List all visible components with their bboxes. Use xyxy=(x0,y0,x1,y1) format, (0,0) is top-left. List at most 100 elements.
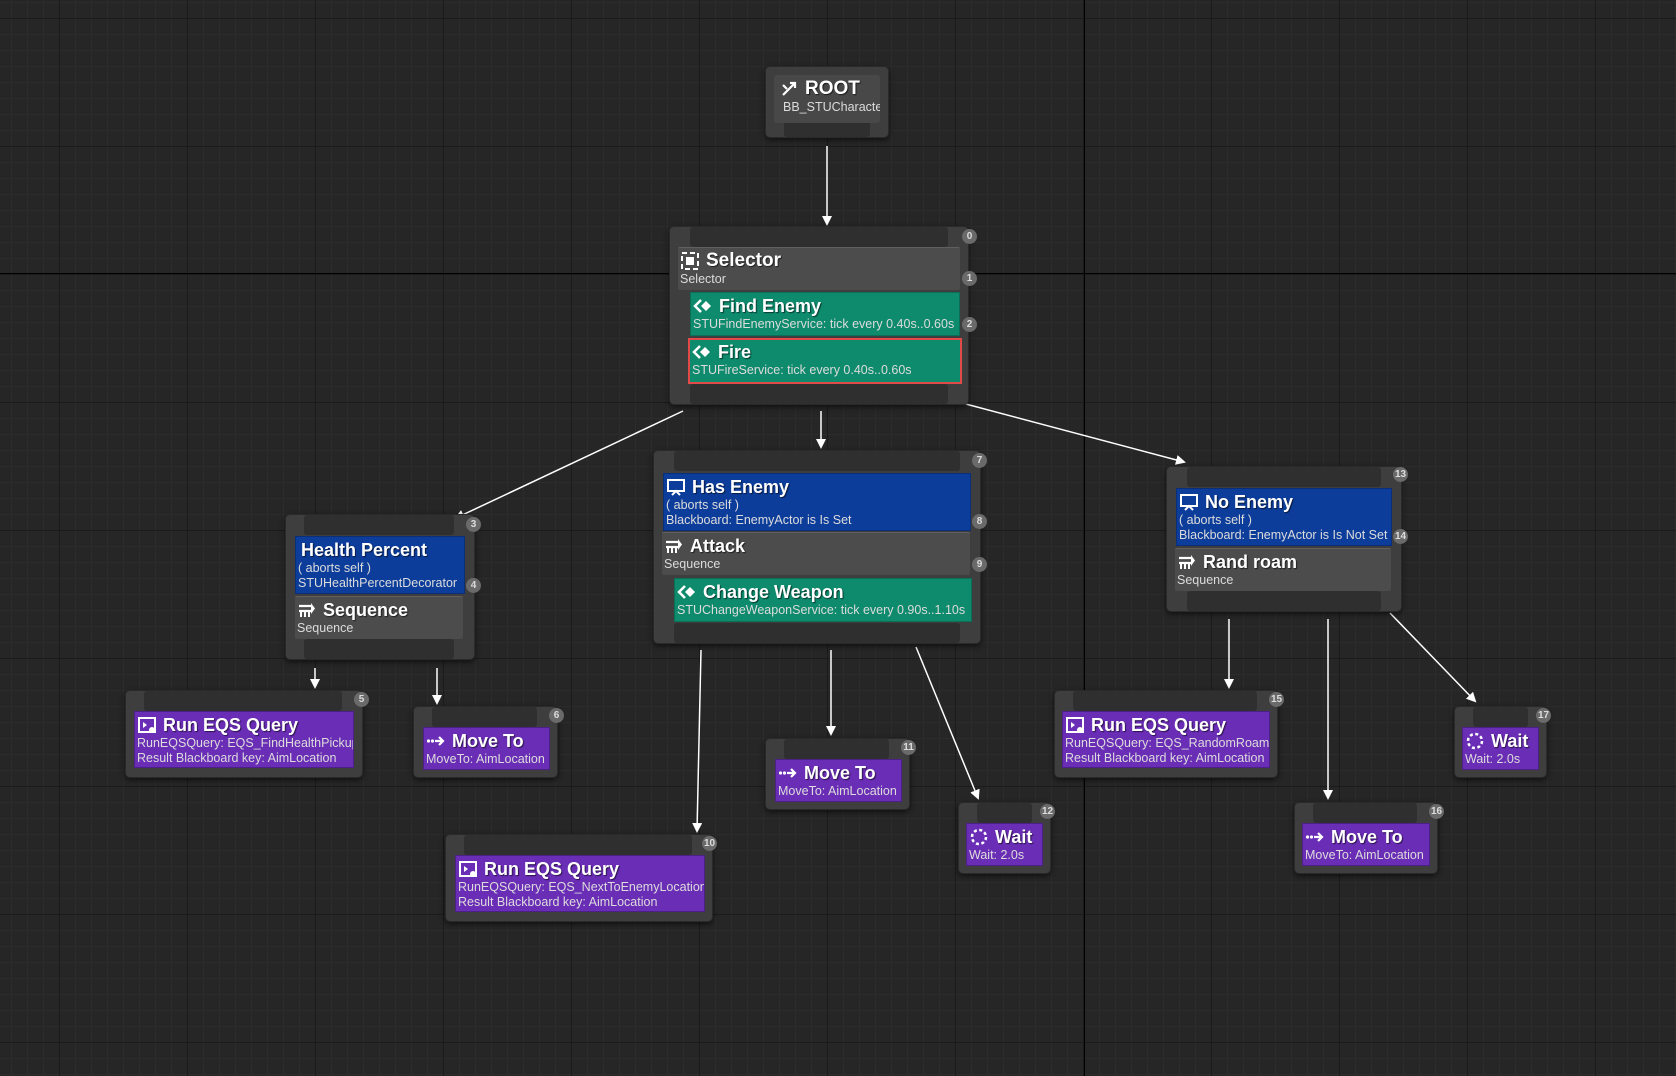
task-input-pin[interactable] xyxy=(1073,691,1257,711)
wire-attack-t12 xyxy=(915,646,980,800)
task-run-eqs-roam[interactable]: Run EQS Query RunEQSQuery: EQS_RandomRoa… xyxy=(1054,690,1284,778)
service-fire[interactable]: Fire STUFireService: tick every 0.40s..0… xyxy=(688,338,962,384)
decorator-no-enemy[interactable]: No Enemy ( aborts self ) Blackboard: Ene… xyxy=(1176,488,1392,546)
task-input-pin[interactable] xyxy=(1473,707,1528,727)
task-run-eqs-health[interactable]: Run EQS Query RunEQSQuery: EQS_FindHealt… xyxy=(125,690,369,778)
task-block: Wait Wait: 2.0s xyxy=(966,823,1043,866)
wire-attack-t10 xyxy=(692,649,703,833)
service-find-enemy-subtitle: STUFindEnemyService: tick every 0.40s..0… xyxy=(693,317,955,331)
task-detail: Wait: 2.0s xyxy=(1465,752,1521,766)
task-input-pin[interactable] xyxy=(464,835,692,855)
decorator-health-percent-title: Health Percent xyxy=(301,540,428,560)
service-icon xyxy=(692,342,712,362)
selector-node[interactable]: Selector Selector Find Enemy STUFindEnem… xyxy=(669,226,977,405)
composite-sequence: Sequence Sequence xyxy=(295,596,463,639)
selector-output-pin[interactable] xyxy=(690,384,948,404)
attack-input-pin[interactable] xyxy=(674,451,960,471)
sequence-subtitle: Sequence xyxy=(297,621,354,635)
health-output-pin[interactable] xyxy=(304,639,454,659)
decorator-no-enemy-subtitle: Blackboard: EnemyActor is Is Not Set xyxy=(1179,528,1388,542)
attack-output-pin[interactable] xyxy=(674,623,960,643)
task-move-to-roam[interactable]: Move To MoveTo: AimLocation 16 xyxy=(1294,802,1444,874)
service-icon xyxy=(693,296,713,316)
task-detail: Result Blackboard key: AimLocation xyxy=(1065,751,1265,765)
decorator-has-enemy[interactable]: Has Enemy ( aborts self ) Blackboard: En… xyxy=(663,473,971,531)
task-title: Run EQS Query xyxy=(163,715,299,735)
attack-sequence-node[interactable]: Has Enemy ( aborts self ) Blackboard: En… xyxy=(653,450,987,644)
task-run-eqs-enemy[interactable]: Run EQS Query RunEQSQuery: EQS_NextToEne… xyxy=(445,834,717,922)
task-input-pin[interactable] xyxy=(432,707,537,727)
task-title: Run EQS Query xyxy=(1091,715,1227,735)
move-to-icon xyxy=(1305,827,1325,847)
task-wait-roam[interactable]: Wait Wait: 2.0s 17 xyxy=(1454,706,1551,778)
root-block: ROOT BB_STUCharacter xyxy=(774,75,880,123)
decorator-no-enemy-aborts: ( aborts self ) xyxy=(1179,513,1252,527)
roam-output-pin[interactable] xyxy=(1187,591,1381,611)
task-input-pin[interactable] xyxy=(977,803,1032,823)
index-badge: 6 xyxy=(549,708,564,723)
rand-roam-subtitle: Sequence xyxy=(1177,573,1234,587)
service-change-weapon[interactable]: Change Weapon STUChangeWeaponService: ti… xyxy=(674,578,972,622)
root-subtitle: BB_STUCharacter xyxy=(783,100,880,114)
move-to-icon xyxy=(426,731,446,751)
task-wait-attack[interactable]: Wait Wait: 2.0s 12 xyxy=(958,802,1055,874)
task-detail: Result Blackboard key: AimLocation xyxy=(137,751,337,765)
run-eqs-query-icon xyxy=(1065,715,1085,735)
task-detail: Wait: 2.0s xyxy=(969,848,1025,862)
decorator-health-percent-aborts: ( aborts self ) xyxy=(298,561,371,575)
task-title: Move To xyxy=(1331,827,1403,847)
selector-title: Selector xyxy=(706,250,781,271)
service-find-enemy-title: Find Enemy xyxy=(719,296,822,316)
roam-input-pin[interactable] xyxy=(1187,467,1381,487)
sequence-icon xyxy=(664,536,684,556)
index-badge: 12 xyxy=(1040,804,1055,819)
task-detail: RunEQSQuery: EQS_RandomRoam xyxy=(1065,736,1270,750)
root-node[interactable]: ROOT BB_STUCharacter xyxy=(765,66,889,138)
service-fire-subtitle: STUFireService: tick every 0.40s..0.60s xyxy=(692,363,912,377)
wire-selector-health xyxy=(454,410,684,520)
task-move-to-enemy[interactable]: Move To MoveTo: AimLocation 11 xyxy=(765,738,916,810)
index-badge: 11 xyxy=(901,740,916,755)
index-badge: 1 xyxy=(962,271,977,286)
decorator-health-percent[interactable]: Health Percent ( aborts self ) STUHealth… xyxy=(295,536,465,594)
composite-rand-roam: Rand roam Sequence xyxy=(1175,548,1391,591)
move-to-icon xyxy=(778,763,798,783)
task-title: Move To xyxy=(452,731,524,751)
index-badge: 3 xyxy=(466,517,481,532)
roam-sequence-node[interactable]: No Enemy ( aborts self ) Blackboard: Ene… xyxy=(1166,466,1408,612)
task-title: Run EQS Query xyxy=(484,859,620,879)
task-input-pin[interactable] xyxy=(1313,803,1417,823)
index-badge: 8 xyxy=(972,514,987,529)
health-input-pin[interactable] xyxy=(304,515,454,535)
task-detail: MoveTo: AimLocation xyxy=(426,752,545,766)
index-badge: 5 xyxy=(354,692,369,707)
task-input-pin[interactable] xyxy=(784,739,889,759)
task-block: Run EQS Query RunEQSQuery: EQS_NextToEne… xyxy=(455,855,705,912)
task-detail: MoveTo: AimLocation xyxy=(778,784,897,798)
index-badge: 9 xyxy=(972,557,987,572)
blackboard-decorator-icon xyxy=(1179,492,1199,512)
selector-subtitle: Selector xyxy=(680,272,726,286)
composite-attack: Attack Sequence xyxy=(662,532,970,575)
graph-axis-vertical xyxy=(1084,0,1085,1076)
task-input-pin[interactable] xyxy=(144,691,342,711)
health-sequence-node[interactable]: Health Percent ( aborts self ) STUHealth… xyxy=(285,514,481,660)
task-move-to-health[interactable]: Move To MoveTo: AimLocation 6 xyxy=(413,706,564,778)
wire-roam-t17 xyxy=(1389,612,1477,703)
index-badge: 4 xyxy=(466,578,481,593)
task-title: Wait xyxy=(1491,731,1529,751)
task-detail: Result Blackboard key: AimLocation xyxy=(458,895,658,909)
task-block: Move To MoveTo: AimLocation xyxy=(423,727,550,770)
sequence-icon xyxy=(1177,552,1197,572)
task-title: Move To xyxy=(804,763,876,783)
task-block: Move To MoveTo: AimLocation xyxy=(775,759,902,802)
rand-roam-title: Rand roam xyxy=(1203,552,1298,572)
selector-input-pin[interactable] xyxy=(690,227,948,247)
task-detail: RunEQSQuery: EQS_NextToEnemyLocation xyxy=(458,880,705,894)
wait-icon xyxy=(969,827,989,847)
root-icon xyxy=(779,79,799,99)
service-find-enemy[interactable]: Find Enemy STUFindEnemyService: tick eve… xyxy=(690,292,960,336)
service-change-weapon-subtitle: STUChangeWeaponService: tick every 0.90s… xyxy=(677,603,966,617)
decorator-has-enemy-title: Has Enemy xyxy=(692,477,790,497)
